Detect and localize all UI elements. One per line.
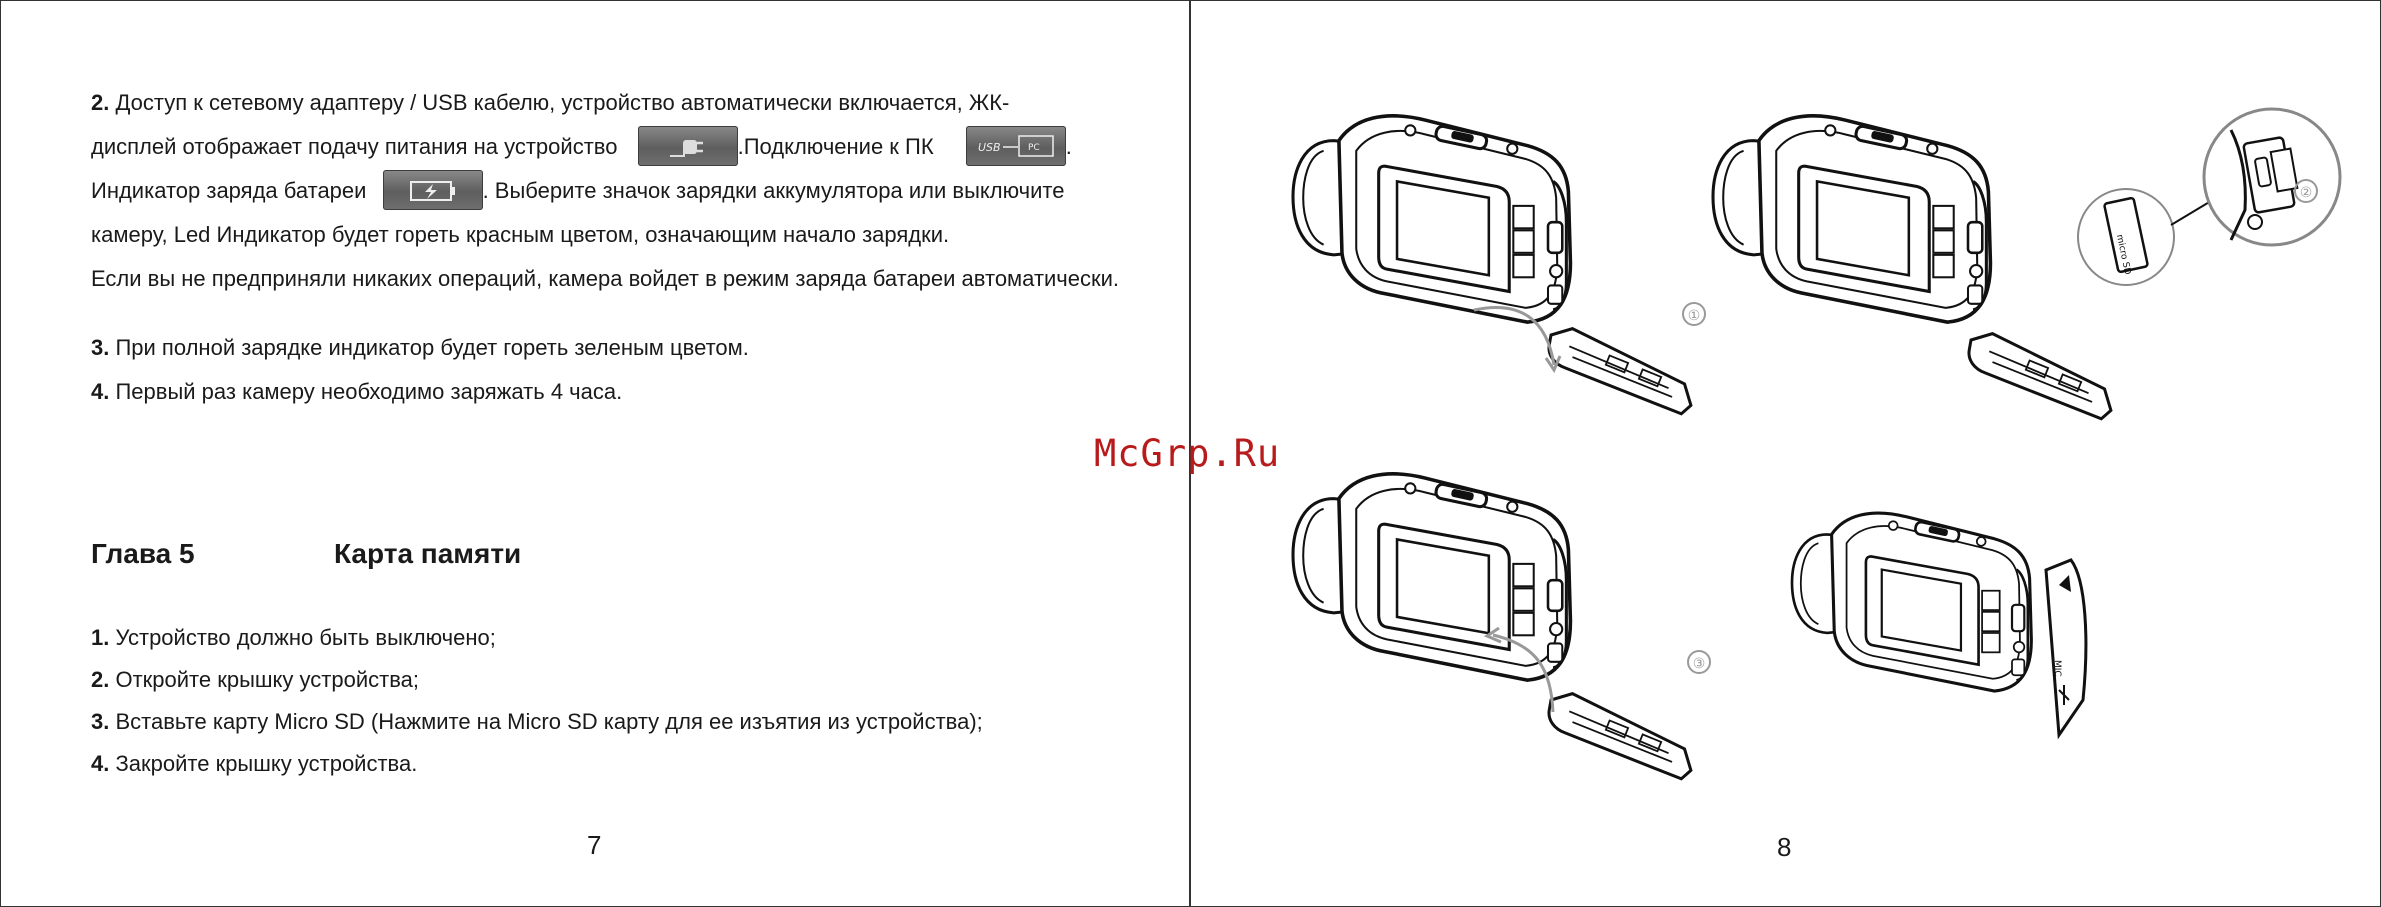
step-text: дисплей отображает подачу питания на уст… [91,134,618,159]
step-text: Вставьте карту Micro SD (Нажмите на Micr… [115,709,983,734]
step-label: ③ [1693,656,1706,672]
list-item: 4. Закройте крышку устройства. [91,742,417,786]
usb-pc-icon: USB PC [965,126,1066,167]
step-text: Устройство должно быть выключено; [115,625,496,650]
page-number-right: 8 [1777,832,1792,862]
step-number: 3. [91,709,110,734]
list-item: 2. Откройте крышку устройства; [91,658,419,702]
step-label: ② [2300,185,2313,201]
mic-label: MIC [2052,660,2062,677]
list-item: 1. Устройство должно быть выключено; [91,616,496,660]
power-plug-icon [637,126,738,167]
step-marker-3 [1687,650,1711,674]
step-number: 2. [91,90,110,115]
step-text: Закройте крышку устройства. [115,751,418,776]
step-label: ① [1688,308,1701,324]
step2-line5: Если вы не предприняли никаких операций,… [91,266,1120,291]
step-text: Индикатор заряда батареи [91,178,367,203]
page-right: ① micro SD ② ③ [1191,0,2381,907]
pc-label: PC [1028,143,1040,153]
step3: 3. При полной зарядке индикатор будет го… [91,326,749,370]
step-text: . [1065,134,1072,159]
step4: 4. Первый раз камеру необходимо заряжать… [91,370,622,414]
list-item: 3. Вставьте карту Micro SD (Нажмите на M… [91,700,983,744]
chapter-number: Глава 5 [91,538,195,569]
step-text: .Подключение к ПК [737,134,934,159]
sd-card-icon [2103,196,2149,274]
step-number: 4. [91,751,110,776]
page-divider [1189,0,1191,907]
camera-figure-4: MIC [1790,511,2088,740]
camera-figure-1: ① [1291,114,1706,417]
battery-charging-icon [382,170,483,211]
step-text: Доступ к сетевому адаптеру / USB кабелю,… [115,90,1010,115]
step-number: 1. [91,625,110,650]
step2-line4: камеру, Led Индикатор будет гореть красн… [91,222,950,247]
step-number: 2. [91,667,110,692]
chapter-title: Карта памяти [334,538,522,569]
step-marker-2 [2294,179,2318,203]
step-number: 3. [91,335,110,360]
camera-figure-3: ③ [1291,472,1711,782]
page-number-left: 7 [587,830,602,860]
usb-label: USB [978,141,1001,154]
watermark: McGrp.Ru [1094,432,1281,475]
step2-line1: 2. Доступ к сетевому адаптеру / USB кабе… [91,81,1009,125]
step-text: Первый раз камеру необходимо заряжать 4 … [115,379,623,404]
step-text: Откройте крышку устройства; [115,667,419,692]
camera-figure-2: micro SD ② [1711,107,2342,422]
page-left: 2. Доступ к сетевому адаптеру / USB кабе… [0,0,1189,907]
step-number: 4. [91,379,110,404]
step2-line2: дисплей отображает подачу питания на уст… [91,125,1072,169]
step2-line3: Индикатор заряда батареи . Выберите знач… [91,169,1064,213]
step-text: При полной зарядке индикатор будет горет… [115,335,749,360]
camera-illustrations: ① micro SD ② ③ [1291,107,2342,782]
step-marker-1 [1682,302,1706,326]
step-text: . Выберите значок зарядки аккумулятора и… [482,178,1065,203]
